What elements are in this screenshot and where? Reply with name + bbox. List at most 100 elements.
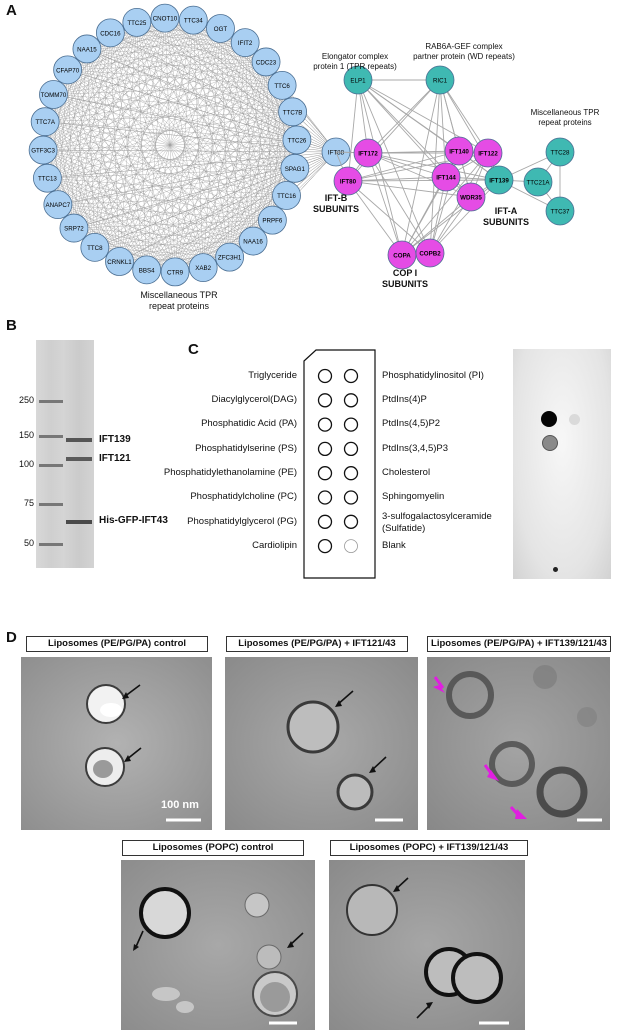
lipid-ptdins4p: PtdIns(4)P	[382, 394, 427, 405]
gel-ladder-lane	[36, 340, 66, 568]
node-cnot10-label: CNOT10	[153, 16, 178, 23]
ring-edge	[53, 94, 254, 242]
ring-edge	[45, 121, 287, 196]
blot-spot-pa	[541, 411, 557, 427]
strip-spot	[343, 368, 359, 384]
ring-edges	[42, 17, 298, 273]
node-naa15-circle	[72, 34, 102, 64]
node-ttc37-label: TTC37	[551, 209, 570, 216]
ring-edge	[203, 61, 267, 268]
node-bbs4-circle	[132, 255, 162, 285]
ring-edge	[53, 94, 176, 272]
node-spag1-label: SPAG1	[285, 166, 306, 173]
em-image-1-drawing	[85, 684, 201, 822]
copi-label-line2: SUBUNITS	[381, 279, 428, 289]
em-title-1: Liposomes (PE/PG/PA) control	[26, 636, 208, 652]
node-naa15: NAA15	[72, 34, 102, 64]
node-gtf3c3-label: GTF3C3	[31, 148, 55, 155]
ring-edge	[67, 61, 267, 71]
ladder-band	[39, 503, 63, 506]
node-ric1: RIC1	[425, 65, 455, 95]
sample-band	[66, 438, 92, 442]
em-image-3-drawing	[433, 665, 602, 822]
node-cfap70-circle	[53, 55, 83, 85]
node-ttc34-circle	[178, 5, 208, 35]
ring-edge	[73, 22, 137, 229]
node-ttc34: TTC34	[178, 5, 208, 35]
node-copb2-label: COPB2	[419, 251, 441, 258]
ring-edge	[136, 22, 295, 169]
ring-edge	[94, 111, 293, 248]
ring-edge	[45, 42, 246, 122]
strip-spot	[317, 514, 333, 529]
node-ogt: OGT	[206, 14, 235, 43]
node-crnkl1: CRNKL1	[105, 247, 134, 276]
cluster-edge	[357, 79, 447, 178]
copi-label-line1: COP I	[392, 268, 418, 278]
ring-edge	[57, 195, 287, 205]
node-xab2: XAB2	[188, 253, 218, 282]
em-image-5	[329, 860, 525, 1030]
node-copb2-circle	[415, 238, 445, 268]
node-spag1: SPAG1	[280, 153, 310, 183]
node-ifit2-label: IFIT2	[238, 40, 253, 47]
ric1-caption-line2: partner protein (WD repeats)	[413, 52, 515, 61]
node-ift172-label: IFT172	[358, 151, 378, 158]
ring-edge	[73, 219, 273, 229]
ring-edge	[67, 28, 221, 71]
ring-edge	[94, 195, 287, 248]
node-ift140-label: IFT140	[449, 149, 469, 156]
mw-100: 100	[18, 459, 34, 469]
node-prpf6-label: PRPF6	[262, 218, 283, 225]
node-gtf3c3: GTF3C3	[28, 135, 58, 165]
strip-spot	[343, 490, 359, 505]
lipid-pe: Phosphatidylethanolamine (PE)	[163, 467, 297, 478]
strip-spot	[317, 368, 333, 384]
ring-edge	[45, 28, 221, 122]
ring-edge	[45, 121, 176, 273]
node-copb2: COPB2	[415, 238, 445, 268]
lipid-cardiolipin: Cardiolipin	[252, 540, 297, 551]
ring-edge	[67, 69, 293, 112]
cluster-edge	[347, 176, 447, 182]
node-ttc26-label: TTC26	[287, 137, 306, 144]
node-tomm70-circle	[39, 80, 68, 109]
node-ift172: IFT172	[353, 138, 383, 168]
lipid-blot-image	[513, 349, 611, 579]
panel-d-letter: D	[6, 629, 17, 646]
mw-150: 150	[18, 430, 34, 440]
lipid-triglyceride: Triglyceride	[248, 370, 297, 381]
node-ogt-circle	[206, 14, 235, 43]
ring-edge	[67, 69, 204, 268]
ring-edge	[174, 20, 194, 272]
ring-caption: Miscellaneous TPR repeat proteins	[120, 290, 238, 312]
node-crnkl1-label: CRNKL1	[107, 259, 132, 266]
sample-band	[66, 520, 92, 524]
cluster-edge	[429, 79, 441, 254]
iftb-label-line1: IFT-B	[324, 193, 348, 203]
lipid-strip	[303, 349, 376, 579]
cluster-edge	[367, 79, 441, 154]
cluster-edge	[401, 79, 441, 256]
ring-edge	[86, 48, 147, 270]
lipid-pa: Phosphatidic Acid (PA)	[201, 418, 297, 429]
em-image-5-drawing	[346, 877, 509, 1025]
node-ttc26: TTC26	[282, 125, 312, 155]
lipid-cholesterol: Cholesterol	[382, 467, 431, 478]
iftb-label: IFT-B SUBUNITS	[306, 193, 366, 215]
ring-edge	[174, 42, 246, 272]
ring-edge	[86, 48, 176, 272]
mw-250: 250	[18, 395, 34, 405]
node-ttc37-circle	[545, 196, 575, 226]
node-ttc7b: TTC7B	[278, 97, 307, 127]
ring-edge	[47, 168, 295, 179]
ring-edge	[53, 94, 96, 248]
node-ifit2-circle	[230, 28, 260, 58]
strip-spot	[317, 393, 333, 408]
node-elp1: ELP1	[343, 65, 373, 95]
node-ift122: IFT122	[473, 138, 503, 168]
node-xab2-label: XAB2	[195, 265, 211, 272]
ring-edge	[86, 48, 273, 221]
ifta-label-line2: SUBUNITS	[482, 217, 529, 227]
node-cdc16-circle	[95, 18, 125, 48]
